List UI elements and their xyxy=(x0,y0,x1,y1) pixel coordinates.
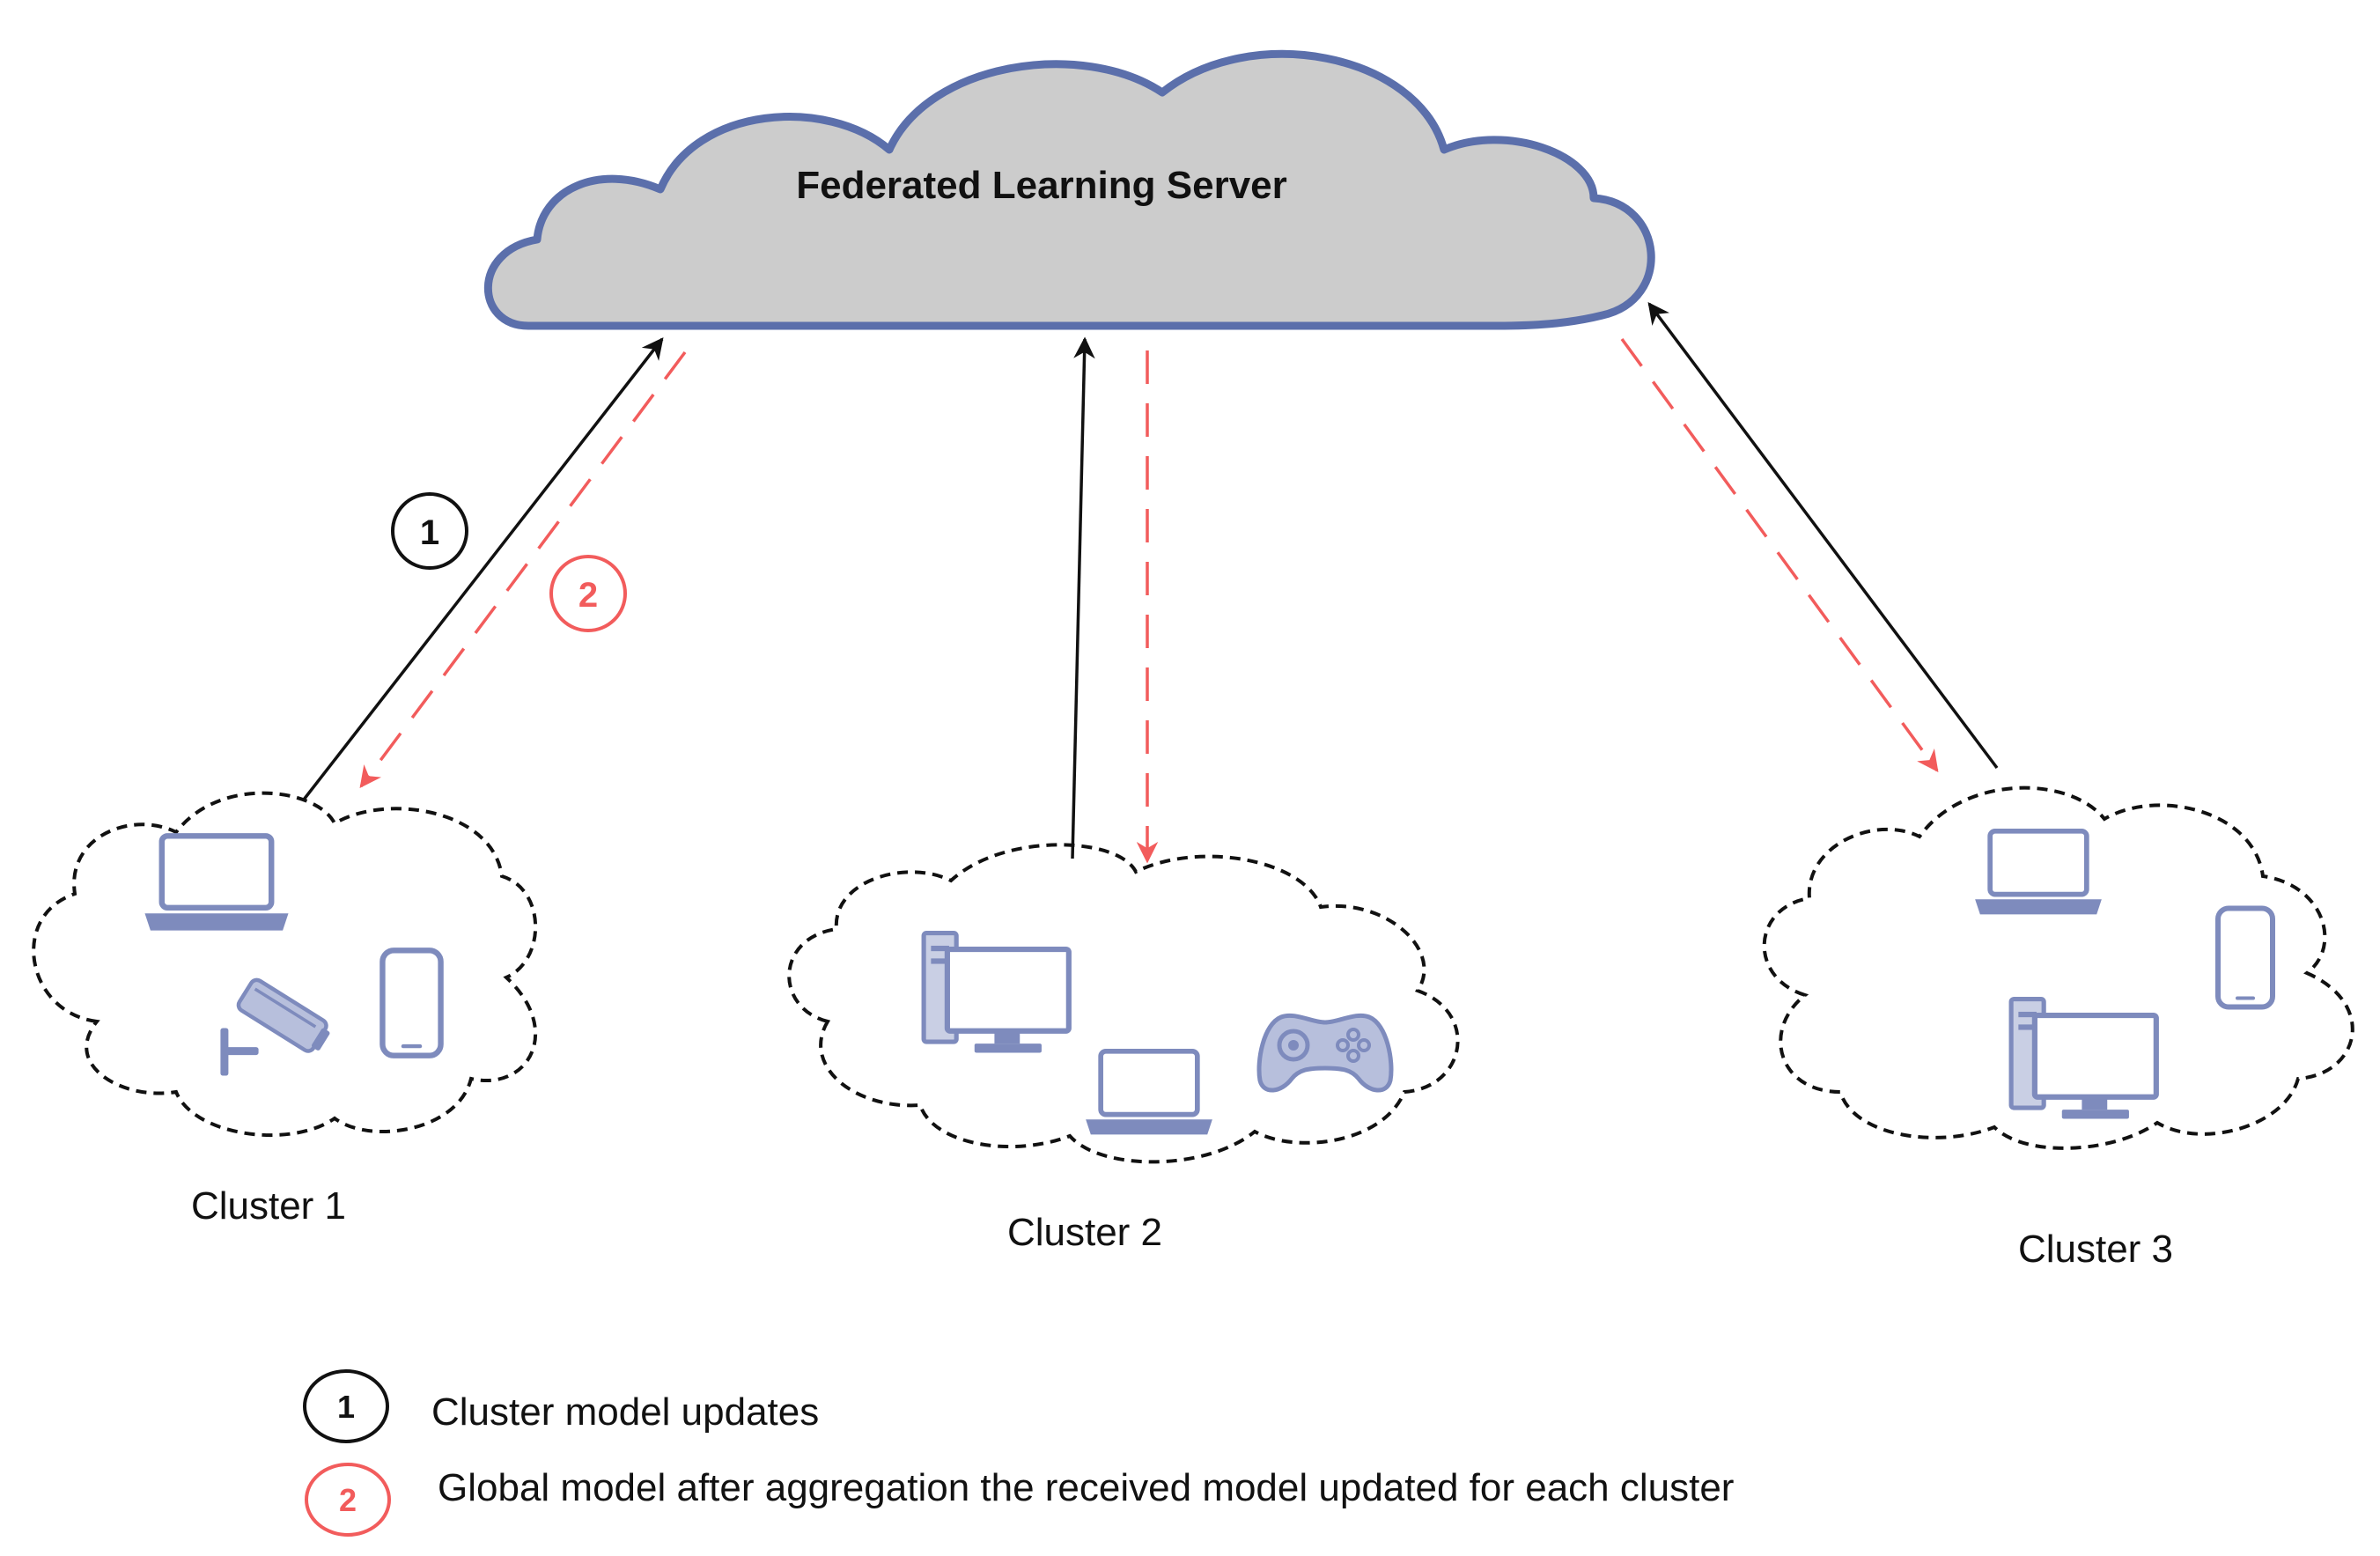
legend-item-1-text: Cluster model updates xyxy=(431,1390,819,1434)
step-badge-1: 1 xyxy=(391,492,468,570)
legend: 1 Cluster model updates 2 Global model a… xyxy=(303,1369,1734,1537)
server-cloud: Federated Learning Server xyxy=(483,49,1655,330)
cluster3-global-arrow xyxy=(1620,337,1939,772)
legend-item-2-text: Global model after aggregation the recei… xyxy=(438,1466,1734,1509)
cluster-1-label: Cluster 1 xyxy=(191,1184,346,1228)
laptop-icon xyxy=(1086,1051,1212,1135)
cluster-3: Cluster 3 xyxy=(1762,785,2354,1271)
cluster-3-label: Cluster 3 xyxy=(2018,1228,2173,1271)
gamepad-icon xyxy=(1259,1015,1391,1090)
server-title: Federated Learning Server xyxy=(796,164,1287,207)
cluster-2-label: Cluster 2 xyxy=(1007,1211,1162,1254)
connection-arrows xyxy=(302,302,1999,864)
cluster1-global-arrow xyxy=(359,350,687,788)
legend-item-1-number: 1 xyxy=(337,1389,355,1425)
laptop-icon xyxy=(144,836,288,930)
smartphone-icon xyxy=(2218,909,2273,1007)
legend-item-2: 2 Global model after aggregation the rec… xyxy=(305,1463,1734,1537)
legend-item-2-number: 2 xyxy=(339,1482,357,1518)
cluster-3-cloud xyxy=(1762,785,2354,1150)
desktop-computer-icon xyxy=(924,933,1069,1053)
cluster-1: Cluster 1 xyxy=(32,791,538,1228)
step-badge-1-number: 1 xyxy=(420,513,439,552)
cluster3-update-arrow xyxy=(1647,302,1999,770)
legend-item-1: 1 Cluster model updates xyxy=(303,1369,819,1443)
cluster-2-cloud xyxy=(787,843,1460,1164)
step-badge-2: 2 xyxy=(549,555,627,632)
cluster-1-cloud xyxy=(32,791,538,1138)
cluster-2: Cluster 2 xyxy=(787,843,1460,1254)
security-camera-icon xyxy=(220,977,334,1075)
smartphone-icon xyxy=(382,950,440,1055)
step-badge-2-number: 2 xyxy=(578,576,598,615)
laptop-icon xyxy=(1975,831,2102,915)
cluster1-update-arrow xyxy=(302,337,664,801)
desktop-computer-icon xyxy=(2011,999,2156,1119)
cluster2-update-arrow xyxy=(1071,336,1095,859)
server-cloud-shape xyxy=(483,49,1655,330)
